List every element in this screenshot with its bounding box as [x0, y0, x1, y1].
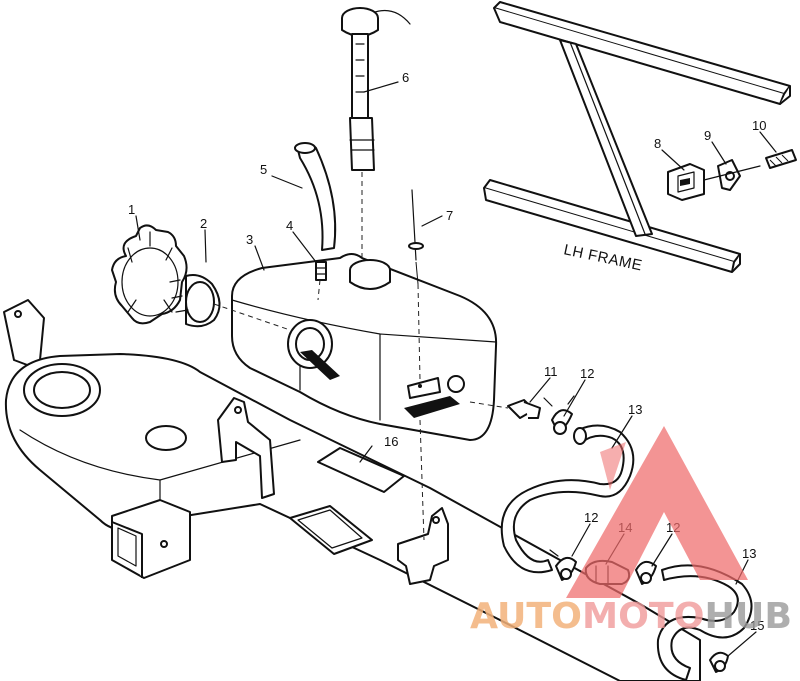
watermark-text: AUTOMOTOHUB: [470, 596, 792, 637]
callout-13: 13: [742, 546, 756, 561]
rollover-valve: [315, 261, 327, 301]
callout-1: 1: [128, 202, 135, 217]
callout-4: 4: [286, 218, 293, 233]
tank-mount-bracket-right: [397, 419, 449, 585]
watermark: AUTOMOTOHUB: [470, 426, 792, 637]
callout-12: 12: [584, 510, 598, 525]
callout-5: 5: [260, 162, 267, 177]
vent-rod: [408, 189, 424, 381]
callout-9: 9: [704, 128, 711, 143]
callout-12: 12: [580, 366, 594, 381]
filler-neck: [171, 274, 291, 331]
callout-11: 11: [544, 364, 558, 379]
tank-mount-bracket-left: [217, 397, 275, 499]
callout-leaders: [135, 81, 777, 657]
callout-2: 2: [200, 216, 207, 231]
lh-frame: LH FRAME: [483, 1, 791, 275]
callout-7: 7: [446, 208, 453, 223]
callout-8: 8: [654, 136, 661, 151]
fuel-cap: [111, 224, 188, 325]
callout-16: 16: [384, 434, 398, 449]
callout-15: 15: [750, 618, 764, 633]
frame-clip-assembly: [667, 149, 797, 201]
chassis-frame: [3, 299, 701, 681]
callout-6: 6: [402, 70, 409, 85]
callout-10: 10: [752, 118, 766, 133]
fuel-tank: [231, 253, 498, 441]
fuel-gauge-sender: [341, 7, 411, 258]
tank-pad: [317, 447, 405, 493]
callout-13: 13: [628, 402, 642, 417]
vent-hose: [294, 142, 337, 251]
callout-3: 3: [246, 232, 253, 247]
watermark-triangle: [566, 426, 748, 598]
frame-label: LH FRAME: [562, 241, 644, 274]
